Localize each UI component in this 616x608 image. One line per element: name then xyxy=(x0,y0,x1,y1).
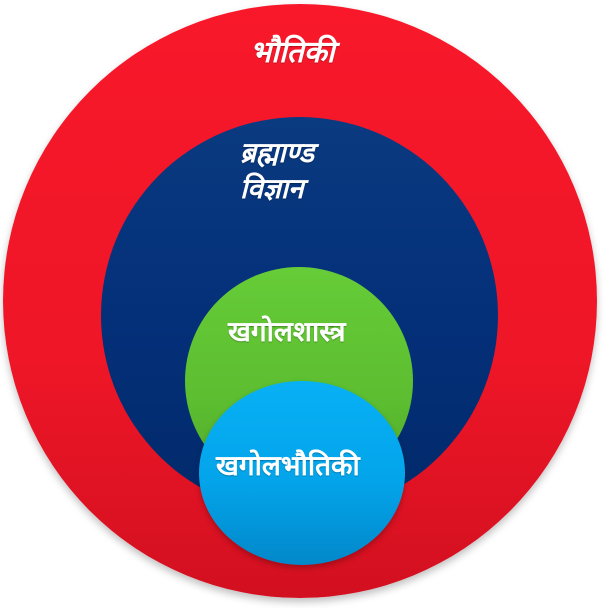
cosmology-label-line1: ब्रह्माण्ड xyxy=(240,136,314,169)
astrophysics-label: खगोलभौतिकी xyxy=(216,449,360,482)
physics-label: भौतिकी xyxy=(250,35,335,70)
astrophysics-circle xyxy=(199,381,405,565)
astronomy-label: खगोलशास्त्र xyxy=(228,315,346,348)
cosmology-label-line2: विज्ञान xyxy=(240,172,304,205)
cosmology-label: ब्रह्माण्ड विज्ञान xyxy=(240,135,314,207)
